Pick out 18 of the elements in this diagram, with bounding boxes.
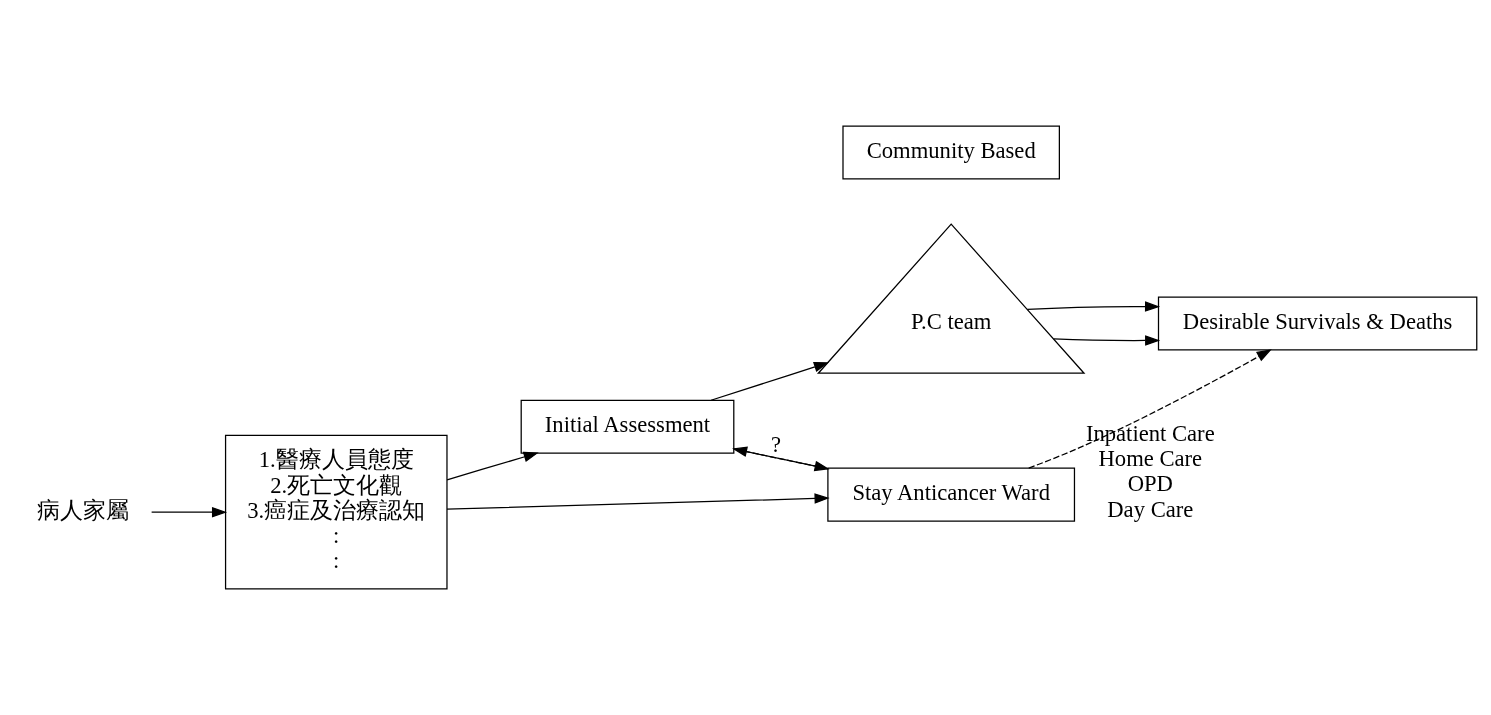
- arrow: [1026, 301, 1161, 312]
- node-box: 1.醫療人員態度 2.死亡文化觀 3.癌症及治療認知 : :: [224, 434, 448, 590]
- arrow: [1053, 335, 1161, 346]
- arrow: [1028, 349, 1272, 469]
- arrow: [151, 506, 228, 518]
- arrow: [446, 493, 830, 510]
- node-label: Day Care: [1107, 496, 1194, 522]
- node-box: Community Based: [842, 125, 1060, 180]
- node-label: Inpatient Care: [1085, 421, 1215, 447]
- node-box: Desirable Survivals & Deaths: [1157, 296, 1478, 351]
- edge-label: ?: [770, 432, 781, 458]
- node-text: 病人家屬: [36, 497, 129, 523]
- arrow: [446, 451, 539, 481]
- node-box: Initial Assessment: [520, 399, 735, 454]
- arrow: [710, 361, 830, 401]
- node-label: OPD: [1127, 471, 1173, 497]
- node-label: Home Care: [1098, 446, 1203, 472]
- node-box: Stay Anticancer Ward: [827, 467, 1076, 522]
